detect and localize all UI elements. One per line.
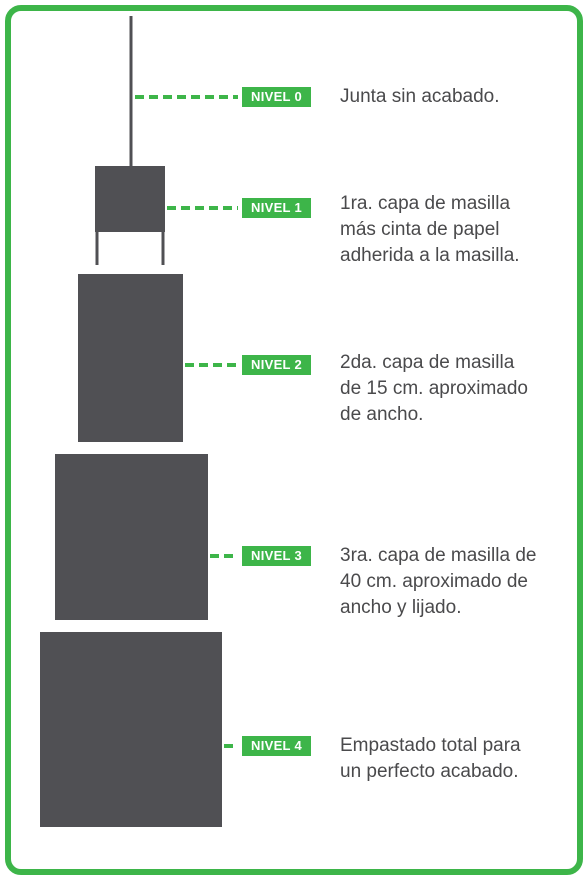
level-2-description: 2da. capa de masilla de 15 cm. aproximad… xyxy=(340,352,528,425)
level-2-block xyxy=(78,274,183,442)
level-0-badge: NIVEL 0 xyxy=(242,87,311,107)
level-0-description: Junta sin acabado. xyxy=(340,86,500,107)
level-3-description: 3ra. capa de masilla de 40 cm. aproximad… xyxy=(340,545,537,618)
level-4-description: Empastado total para un perfecto acabado… xyxy=(340,735,521,782)
level-3-badge: NIVEL 3 xyxy=(242,546,311,566)
level-4-block xyxy=(40,632,222,827)
level-3-block xyxy=(55,454,208,620)
level-1-block xyxy=(95,166,165,232)
level-1-badge: NIVEL 1 xyxy=(242,198,311,218)
level-1-description: 1ra. capa de masilla más cinta de papel … xyxy=(340,193,520,266)
level-4-badge: NIVEL 4 xyxy=(242,736,311,756)
level-2-badge: NIVEL 2 xyxy=(242,355,311,375)
